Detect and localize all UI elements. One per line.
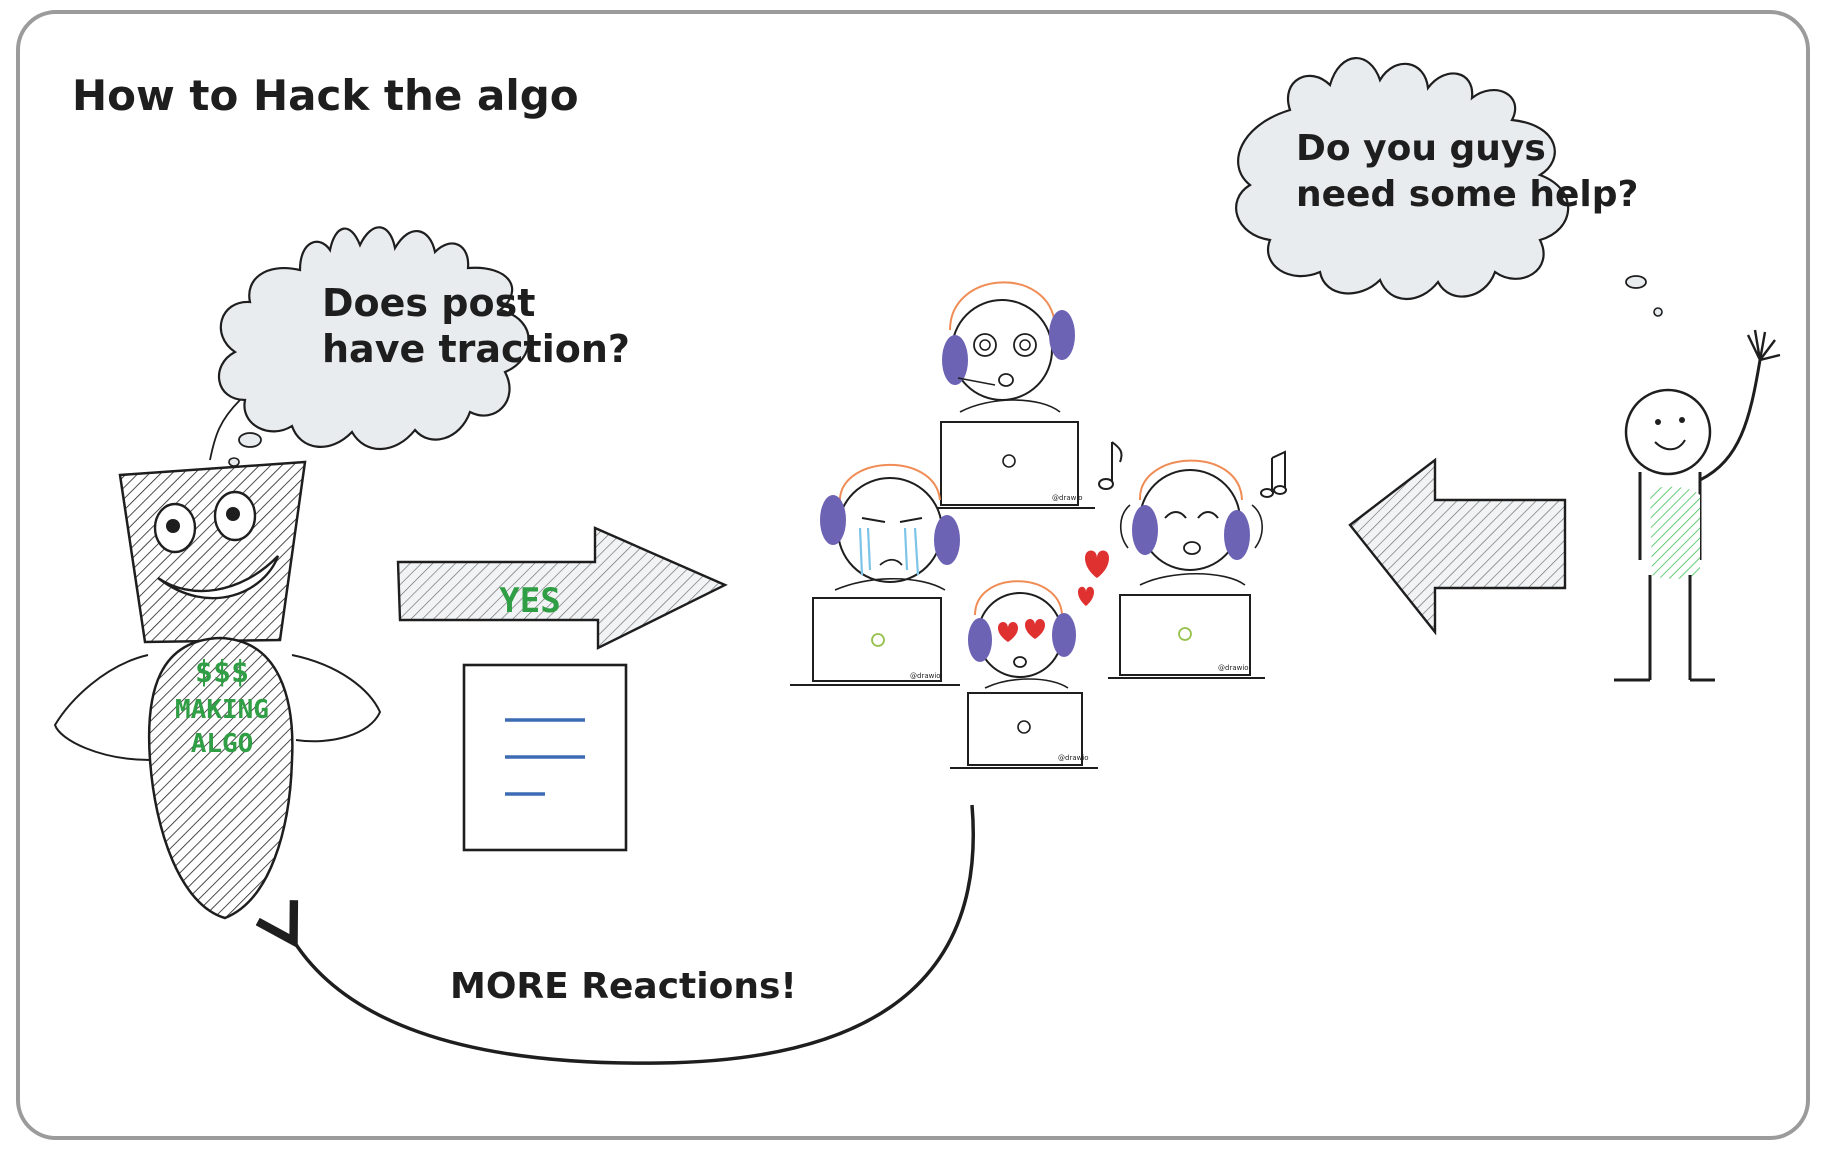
- support-agent-crying: [820, 463, 960, 583]
- laptop-bottom: @drawio: [950, 678, 1098, 769]
- user-bubble-line1: Do you guys: [1296, 128, 1546, 169]
- diagram-title: How to Hack the algo: [72, 71, 579, 120]
- waving-person-icon: [1614, 329, 1781, 682]
- laptop-watermark-2: @drawio: [910, 672, 941, 680]
- algo-robot-icon: $$$ MAKING ALGO: [53, 460, 382, 920]
- algo-bubble-line1: Does post: [322, 281, 535, 325]
- yes-arrow-icon: YES: [396, 526, 728, 650]
- laptop-watermark-1: @drawio: [1052, 494, 1083, 502]
- music-note-icon: [1098, 441, 1287, 498]
- algo-body-line1: $$$: [195, 655, 249, 690]
- algo-body-line3: ALGO: [191, 729, 254, 759]
- laptop-watermark-3: @drawio: [1218, 664, 1249, 672]
- algo-body-line2: MAKING: [175, 695, 269, 725]
- heart-icon: [1078, 550, 1109, 606]
- laptop-right: @drawio: [1108, 573, 1265, 679]
- support-agent-worried: [942, 281, 1075, 401]
- algo-bubble-line2: have traction?: [322, 327, 630, 371]
- laptop-top: @drawio: [925, 399, 1095, 509]
- user-thought-bubble: Do you guys need some help?: [1235, 57, 1663, 317]
- yes-arrow-label: YES: [499, 581, 560, 621]
- user-bubble-line2: need some help?: [1296, 174, 1638, 215]
- feedback-curved-arrow: [290, 804, 975, 1065]
- document-icon: [462, 663, 628, 852]
- support-agent-love: [968, 580, 1076, 678]
- feedback-label: MORE Reactions!: [450, 966, 797, 1007]
- support-agent-happy: [1119, 459, 1263, 571]
- laptop-left: @drawio: [790, 578, 960, 686]
- algo-thought-bubble: Does post have traction?: [209, 226, 630, 467]
- left-arrow-icon: [1348, 457, 1567, 636]
- laptop-watermark-4: @drawio: [1058, 754, 1089, 762]
